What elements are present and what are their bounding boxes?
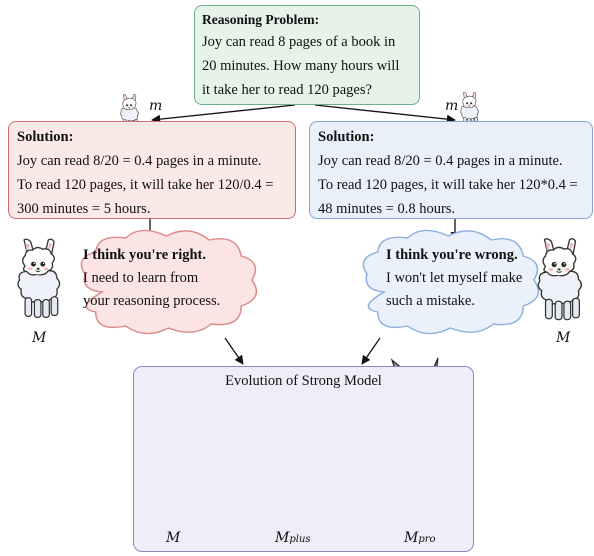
cloud-right-title: I think you're wrong. bbox=[386, 247, 518, 263]
evolution-box: Evolution of Strong Model bbox=[133, 366, 474, 552]
solution-left-box: Solution: Joy can read 8/20 = 0.4 pages … bbox=[8, 121, 296, 219]
problem-box: Reasoning Problem: Joy can read 8 pages … bbox=[194, 5, 420, 105]
model-plus-label: Mplus bbox=[275, 530, 311, 546]
fluffy-alpaca-icon bbox=[537, 238, 582, 321]
cloud-right-text: I think you're wrong. I won't let myself… bbox=[386, 244, 522, 313]
cloud-left-line: your reasoning process. bbox=[83, 293, 221, 309]
solution-right-box: Solution: Joy can read 8/20 = 0.4 pages … bbox=[309, 121, 593, 219]
solution-left-title: Solution: bbox=[17, 129, 74, 145]
cloud-left-line: I need to learn from bbox=[83, 270, 199, 286]
strong-model-label: M bbox=[166, 530, 181, 546]
arrow-to-left-solution bbox=[151, 104, 296, 124]
fluffy-alpaca-icon bbox=[17, 238, 61, 319]
problem-line: it take her to read 120 pages? bbox=[202, 82, 372, 98]
cloud-left-text: I think you're right. I need to learn fr… bbox=[83, 244, 220, 313]
problem-title: Reasoning Problem: bbox=[202, 12, 320, 27]
cloud-right-line: I won't let myself make bbox=[386, 270, 523, 286]
solution-left-line: To read 120 pages, it will take her 120/… bbox=[17, 177, 274, 193]
solution-left-line: 300 minutes = 5 hours. bbox=[17, 201, 151, 217]
solution-left-line: Joy can read 8/20 = 0.4 pages in a minut… bbox=[17, 153, 262, 169]
strong-model-label: M bbox=[556, 330, 571, 346]
weak-model-label: m bbox=[445, 98, 459, 114]
model-plus-subscript: plus bbox=[289, 534, 311, 545]
model-plus-base: M bbox=[275, 530, 290, 546]
cloud-left-title: I think you're right. bbox=[83, 247, 207, 263]
problem-line: 20 minutes. How many hours will bbox=[202, 58, 400, 74]
solution-right-line: Joy can read 8/20 = 0.4 pages in a minut… bbox=[318, 153, 563, 169]
strong-model-label: M bbox=[32, 330, 47, 346]
model-pro-subscript: pro bbox=[418, 534, 436, 545]
arrow-left-cloud-to-evolution bbox=[224, 337, 244, 365]
model-pro-base: M bbox=[404, 530, 419, 546]
solution-right-line: 48 minutes = 0.8 hours. bbox=[318, 201, 456, 217]
solution-right-line: To read 120 pages, it will take her 120*… bbox=[318, 177, 578, 193]
evolution-title: Evolution of Strong Model bbox=[225, 373, 382, 389]
cloud-right-line: such a mistake. bbox=[386, 293, 475, 309]
model-pro-label: Mpro bbox=[404, 530, 436, 546]
arrow-right-cloud-to-evolution bbox=[361, 337, 381, 365]
problem-line: Joy can read 8 pages of a book in bbox=[202, 34, 396, 50]
weak-model-label: m bbox=[149, 98, 163, 114]
arrow-to-right-solution bbox=[314, 104, 456, 124]
solution-right-title: Solution: bbox=[318, 129, 375, 145]
